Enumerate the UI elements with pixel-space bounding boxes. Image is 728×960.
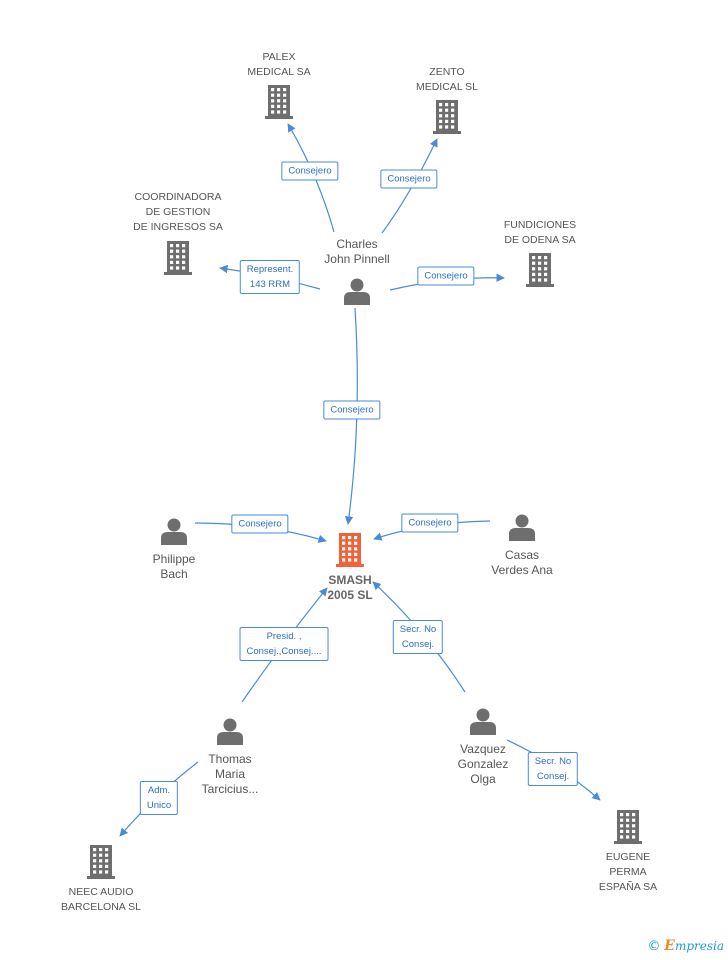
relation-label-casas-smash[interactable]: Consejero [401, 513, 459, 533]
relation-label-philippe-smash[interactable]: Consejero [231, 514, 289, 534]
brand-name: mpresia [674, 939, 724, 953]
palex-label[interactable]: PALEX MEDICAL SA [247, 51, 311, 78]
coordinadora-building-icon[interactable] [164, 241, 192, 275]
brand-initial: E [664, 938, 675, 954]
relation-label-charles-smash[interactable]: Consejero [323, 400, 381, 420]
relation-label-vazquez-eugene[interactable]: Secr. No Consej. [527, 752, 579, 786]
relation-label-charles-coordinadora[interactable]: Represent. 143 RRM [239, 260, 301, 294]
palex-building-icon[interactable] [265, 85, 293, 119]
coordinadora-label[interactable]: COORDINADORA DE GESTION DE INGRESOS SA [133, 191, 223, 233]
charles-label[interactable]: Charles John Pinnell [324, 237, 390, 266]
neec-building-icon[interactable] [87, 845, 115, 879]
thomas-label[interactable]: Thomas Maria Tarcicius... [201, 752, 259, 796]
smash-label[interactable]: SMASH 2005 SL [327, 573, 373, 602]
thomas-person-icon[interactable] [217, 718, 243, 746]
relation-label-thomas-neec[interactable]: Adm. Unico [139, 781, 179, 815]
relation-label-charles-fundiciones[interactable]: Consejero [417, 266, 475, 286]
empresia-brand: © Empresia [647, 938, 724, 954]
edge-charles-to-zento [381, 138, 438, 234]
zento-building-icon[interactable] [433, 100, 461, 134]
relation-label-vazquez-smash[interactable]: Secr. No Consej. [392, 620, 444, 654]
casas-person-icon[interactable] [509, 514, 535, 542]
relation-label-thomas-smash[interactable]: Presid. , Consej.,Consej.... [239, 627, 329, 661]
eugene-label[interactable]: EUGENE PERMA ESPAÑA SA [598, 851, 658, 893]
zento-label[interactable]: ZENTO MEDICAL SL [415, 66, 479, 93]
relation-label-charles-zento[interactable]: Consejero [380, 169, 438, 189]
charles-person-icon[interactable] [344, 278, 370, 306]
philippe-label[interactable]: Philippe Bach [152, 552, 196, 581]
fundiciones-building-icon[interactable] [526, 253, 554, 287]
smash-building-icon[interactable] [336, 533, 364, 567]
vazquez-label[interactable]: Vazquez Gonzalez Olga [457, 742, 509, 786]
neec-label[interactable]: NEEC AUDIO BARCELONA SL [61, 886, 141, 913]
eugene-building-icon[interactable] [614, 810, 642, 844]
casas-label[interactable]: Casas Verdes Ana [491, 548, 553, 577]
fundiciones-label[interactable]: FUNDICIONES DE ODENA SA [503, 219, 577, 246]
copyright-symbol: © [647, 939, 661, 954]
relation-label-charles-palex[interactable]: Consejero [281, 161, 339, 181]
vazquez-person-icon[interactable] [470, 708, 496, 736]
philippe-person-icon[interactable] [161, 518, 187, 546]
